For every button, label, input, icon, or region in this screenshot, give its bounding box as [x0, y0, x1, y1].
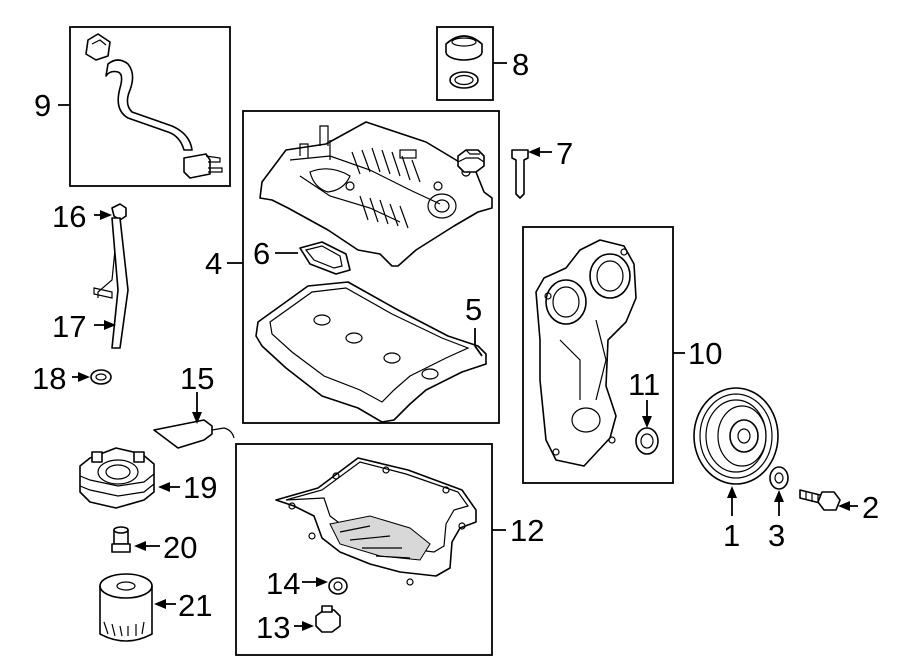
pulley-bolt[interactable]: [799, 489, 841, 511]
crankshaft-pulley[interactable]: [693, 387, 779, 485]
drain-plug[interactable]: [315, 605, 341, 633]
callout-11: 11: [628, 367, 660, 402]
oil-filter[interactable]: [99, 573, 153, 642]
callout-12: 12: [510, 513, 544, 548]
callout-5: 5: [465, 292, 482, 327]
callout-3: 3: [768, 518, 785, 553]
oil-filler-cap[interactable]: [445, 35, 483, 89]
callout-20: 20: [163, 530, 197, 565]
callout-6: 6: [253, 236, 270, 271]
callout-13: 13: [256, 610, 290, 645]
cover-gasket-small[interactable]: [299, 241, 351, 275]
callout-10: 10: [688, 336, 722, 371]
cooler-connector[interactable]: [111, 526, 131, 553]
cylinder-head-cover[interactable]: [259, 121, 493, 267]
callout-21: 21: [178, 588, 212, 623]
callout-1: 1: [723, 518, 740, 553]
tube-o-ring[interactable]: [90, 369, 112, 385]
callout-4: 4: [205, 246, 222, 281]
cover-bolt[interactable]: [457, 149, 529, 199]
callout-15: 15: [180, 361, 214, 396]
frame-oil-pan: [235, 443, 493, 656]
callout-9: 9: [34, 88, 51, 123]
breather-hose[interactable]: [85, 33, 223, 179]
callout-16: 16: [52, 199, 86, 234]
drain-plug-gasket[interactable]: [328, 577, 348, 595]
pulley-washer[interactable]: [769, 466, 789, 490]
callout-2: 2: [862, 490, 879, 525]
callout-18: 18: [32, 361, 66, 396]
oil-cooler[interactable]: [79, 447, 155, 509]
dipstick-tube[interactable]: [93, 217, 129, 349]
callout-14: 14: [266, 566, 300, 601]
timing-cover[interactable]: [535, 239, 637, 467]
valve-cover-gasket[interactable]: [255, 281, 487, 423]
callout-17: 17: [52, 309, 86, 344]
frame-breather-hose: [69, 26, 231, 187]
callout-7: 7: [556, 136, 573, 171]
frame-timing-cover: [522, 226, 674, 484]
oil-pan[interactable]: [275, 457, 477, 586]
callout-19: 19: [183, 470, 217, 505]
callout-8: 8: [512, 47, 529, 82]
sealant-tube[interactable]: [153, 419, 235, 449]
frame-cylinder-head-cover: [242, 110, 500, 424]
front-seal[interactable]: [635, 427, 659, 455]
